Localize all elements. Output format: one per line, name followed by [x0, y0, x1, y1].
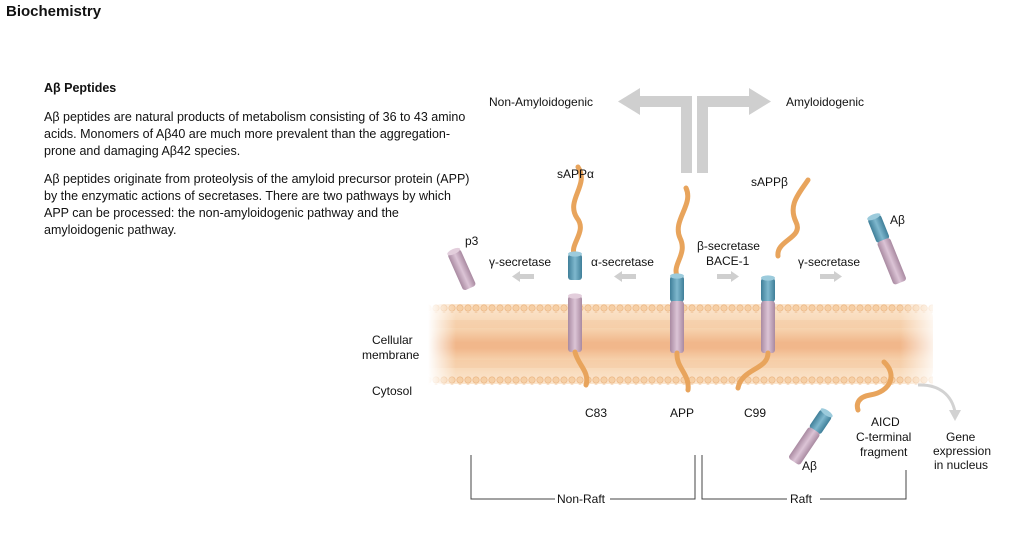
step-arrows — [512, 271, 842, 282]
label-fragment: fragment — [860, 445, 908, 459]
panel-paragraph-1: Aβ peptides are natural products of meta… — [44, 110, 466, 158]
label-membrane: membrane — [362, 348, 420, 362]
label-sappb: sAPPβ — [751, 175, 788, 189]
label-abeta-bottom: Aβ — [802, 459, 817, 473]
label-non-amyloidogenic: Non-Amyloidogenic — [489, 95, 593, 109]
label-bace1: BACE-1 — [706, 254, 750, 268]
label-amyloidogenic: Amyloidogenic — [786, 95, 864, 109]
label-expression: expression — [933, 444, 991, 458]
label-c83: C83 — [585, 406, 607, 420]
label-non-raft: Non-Raft — [557, 492, 606, 506]
c99-fragment — [735, 275, 775, 391]
label-c-terminal: C-terminal — [856, 430, 911, 444]
panel-heading: Aβ Peptides — [44, 81, 117, 95]
p3-fragment — [447, 247, 476, 290]
abeta-fragment-bottom — [789, 408, 833, 465]
label-in-nucleus: in nucleus — [934, 458, 988, 472]
gene-expression-arrow — [917, 383, 961, 421]
label-alpha-secretase: α-secretase — [591, 255, 654, 269]
raft-bracket — [701, 455, 907, 500]
label-gene: Gene — [946, 430, 976, 444]
label-sappa: sAPPα — [557, 167, 594, 181]
aicd-fragment — [854, 359, 894, 413]
abeta-fragment-top — [867, 213, 906, 285]
pathway-split-arrows — [618, 88, 771, 173]
sappa-fragment — [568, 164, 584, 280]
panel-paragraph-2: Aβ peptides originate from proteolysis o… — [44, 172, 470, 237]
label-app: APP — [670, 406, 694, 420]
label-gamma-secretase-left: γ-secretase — [489, 255, 551, 269]
label-cellular: Cellular — [372, 333, 413, 347]
c83-fragment — [568, 293, 590, 388]
non-raft-bracket — [470, 455, 696, 500]
info-panel: Aβ Peptides Aβ peptides are natural prod… — [44, 81, 474, 250]
label-aicd: AICD — [871, 415, 900, 429]
label-p3: p3 — [465, 234, 479, 248]
label-beta-secretase: β-secretase — [697, 239, 760, 253]
page-title: Biochemistry — [6, 3, 102, 20]
label-c99: C99 — [744, 406, 766, 420]
label-abeta-top: Aβ — [890, 213, 905, 227]
app-protein — [670, 185, 691, 393]
sappb-fragment — [775, 177, 811, 259]
label-gamma-secretase-right: γ-secretase — [798, 255, 860, 269]
label-raft: Raft — [790, 492, 813, 506]
label-cytosol: Cytosol — [372, 384, 412, 398]
